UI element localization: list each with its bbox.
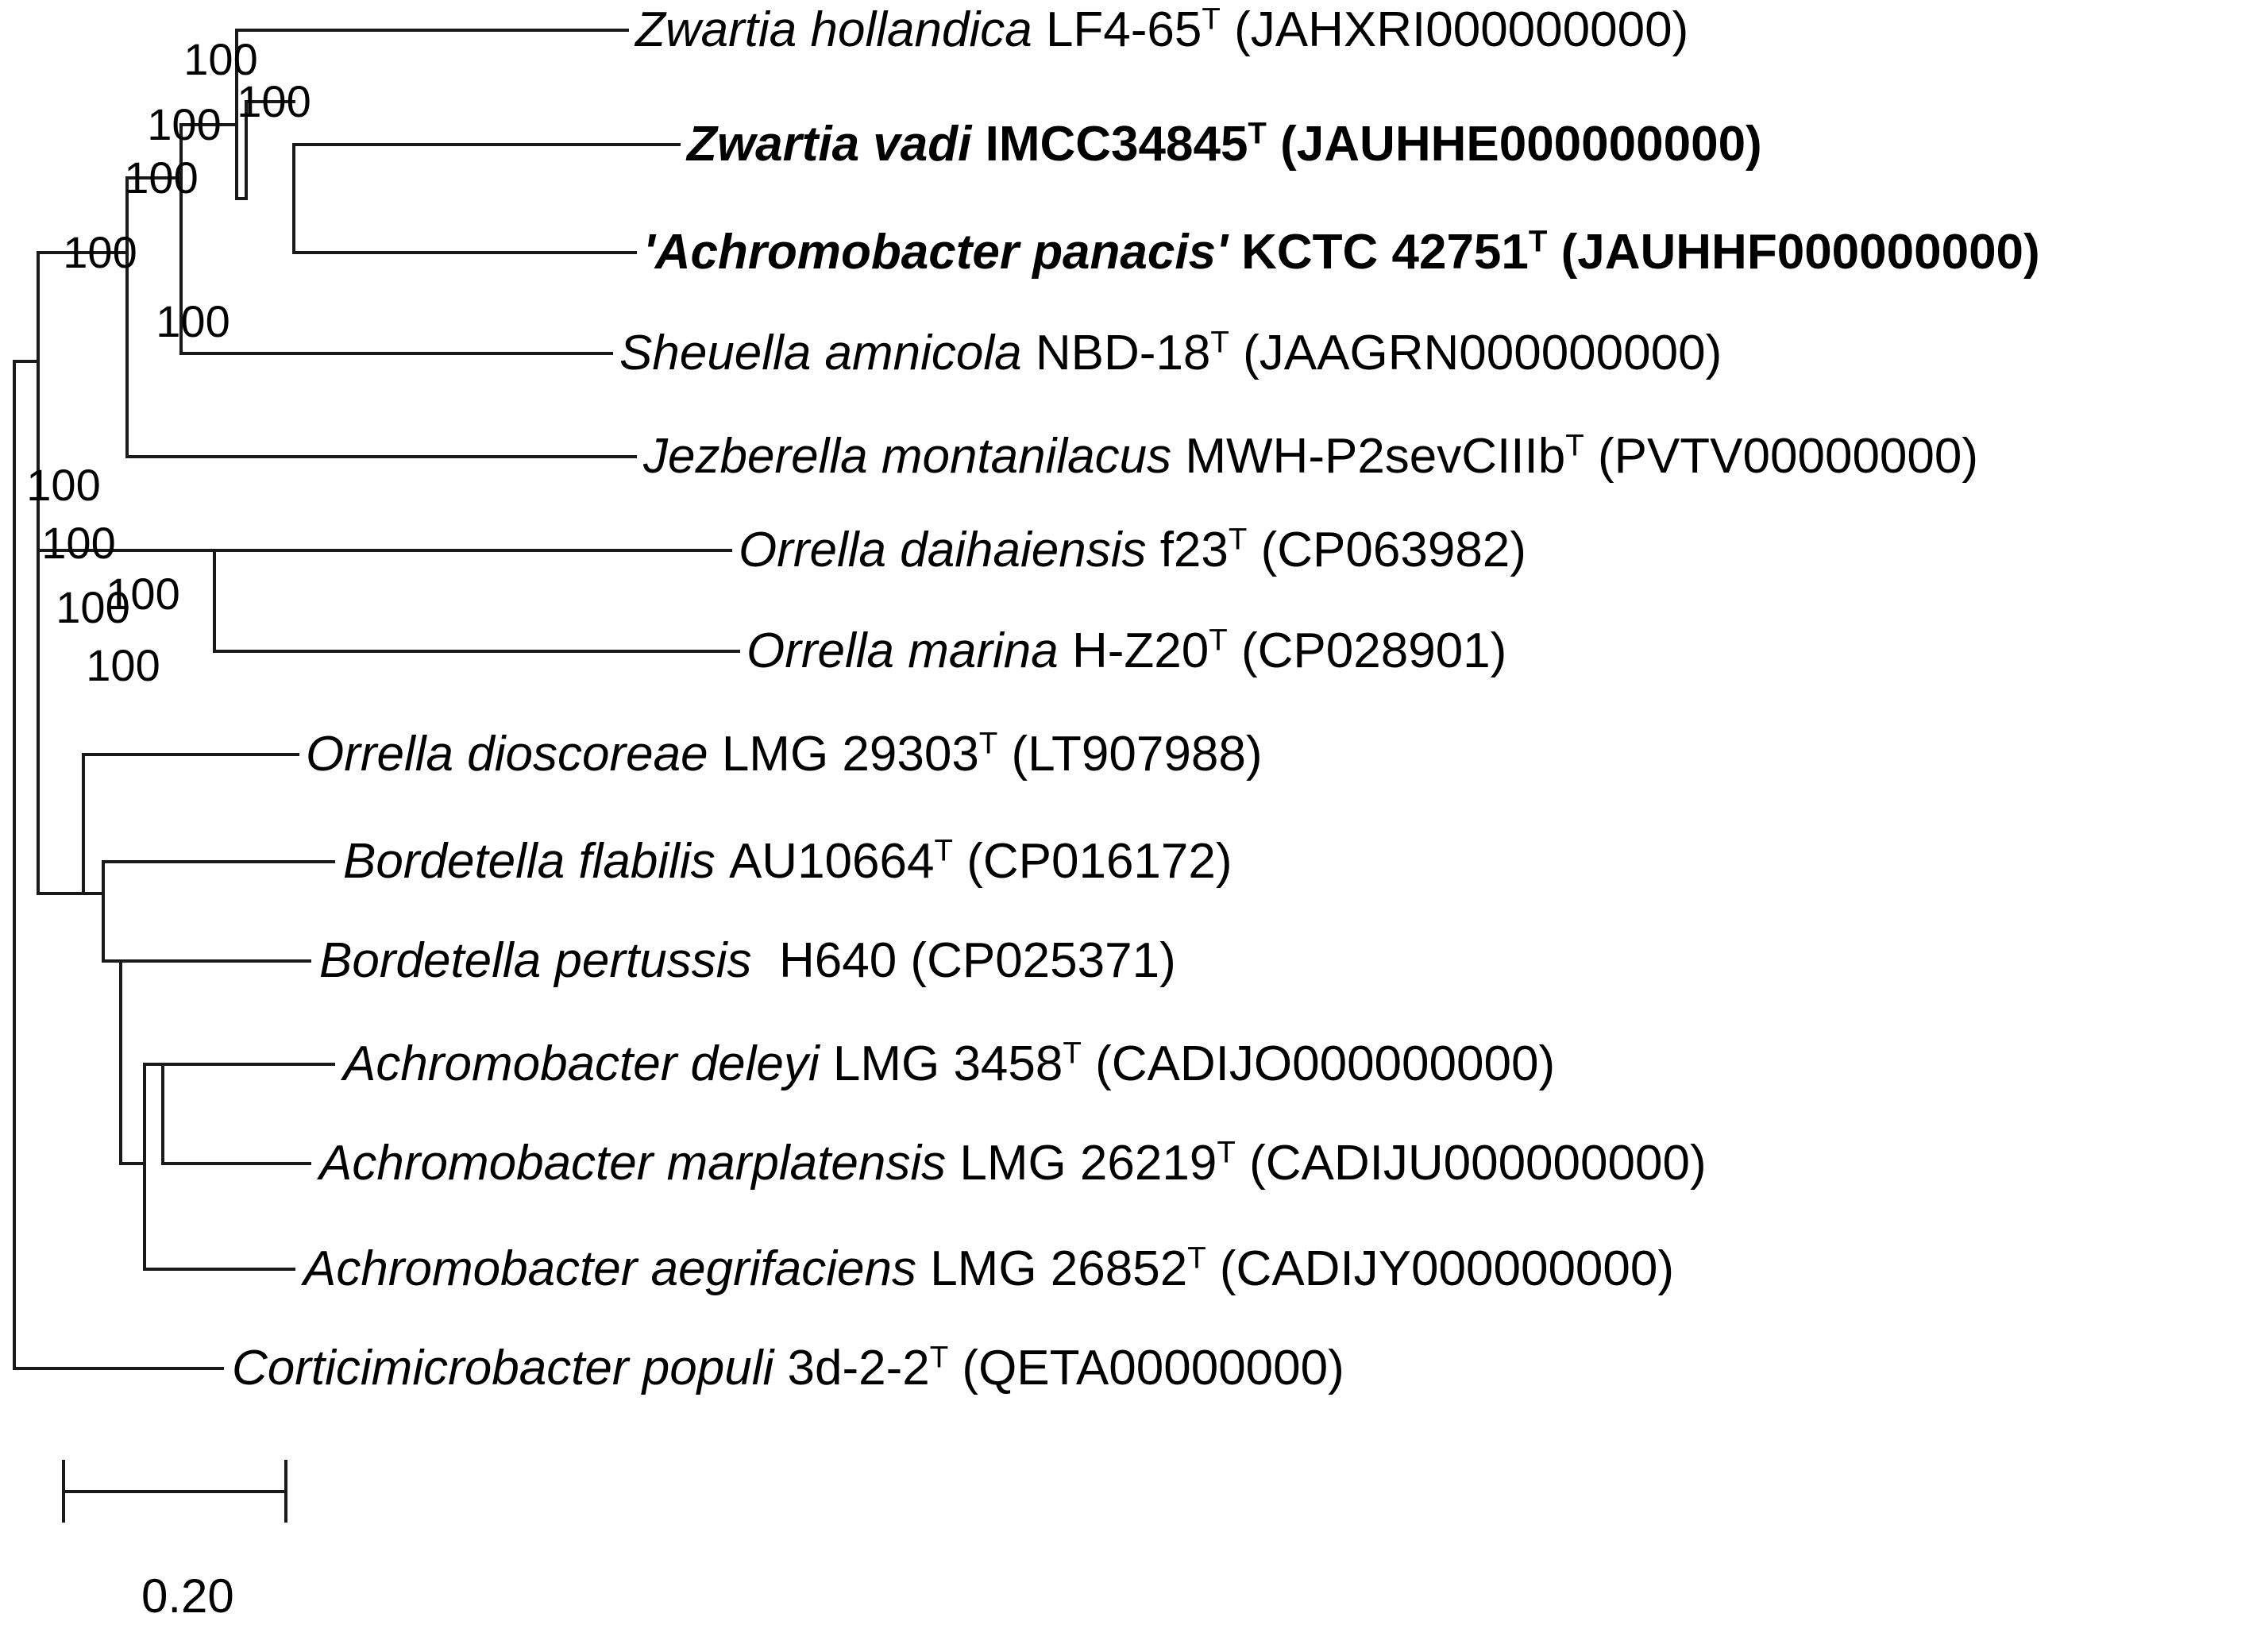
taxon-name: Achromobacter aegrifaciens <box>303 1241 916 1296</box>
type-strain-marker: T <box>1248 116 1267 151</box>
taxon-accession: (CP063982) <box>1260 523 1526 577</box>
bootstrap-value-zwartia-sheuella: 100 <box>147 99 222 149</box>
taxon-name: Sheuella amnicola <box>619 326 1022 380</box>
taxon-name: Zwartia hollandica <box>635 2 1032 57</box>
taxon-strain: IMCC34845 <box>985 117 1248 172</box>
taxon-accession: (JAUHHE000000000) <box>1280 117 1762 172</box>
taxon-name: Achromobacter deleyi <box>343 1036 820 1091</box>
scale-bar-label: 0.20 <box>141 1569 234 1623</box>
taxon-accession: (CADIJU000000000) <box>1249 1136 1707 1191</box>
type-strain-marker: T <box>1528 224 1548 259</box>
taxon-accession: (CP028901) <box>1241 623 1507 678</box>
taxon-strain: AU10664 <box>728 834 935 889</box>
taxon-name: Orrella dioscoreae <box>306 727 708 782</box>
taxon-strain: KCTC 42751 <box>1241 225 1529 280</box>
taxon-strain: LMG 3458 <box>832 1036 1063 1091</box>
taxon-strain: LMG 26852 <box>930 1241 1188 1296</box>
type-strain-marker: T <box>1209 623 1228 658</box>
bootstrap-value-pertussis-clade: 100 <box>56 582 130 632</box>
taxon-label-zwartia-vadi: Zwartia vadi IMCC34845T (JAUHHE000000000… <box>687 117 1762 172</box>
taxon-accession: (LT907988) <box>1011 727 1263 782</box>
taxon-label-achromobacter-aegrifaciens: Achromobacter aegrifaciens LMG 26852T (C… <box>303 1243 1674 1294</box>
taxon-label-sheuella-amnicola: Sheuella amnicola NBD-18T (JAAGRN0000000… <box>619 326 1722 380</box>
taxon-accession: (CP025371) <box>910 933 1176 988</box>
taxon-strain: H-Z20 <box>1072 623 1209 678</box>
taxon-accession: (QETA00000000) <box>962 1341 1344 1395</box>
taxon-label-orrella-dioscoreae: Orrella dioscoreae LMG 29303T (LT907988) <box>306 727 1263 782</box>
taxon-strain: MWH-P2sevCIIIb <box>1185 429 1566 484</box>
taxon-name: Corticimicrobacter populi <box>232 1341 774 1395</box>
taxon-label-orrella-marina: Orrella marina H-Z20T (CP028901) <box>746 625 1506 676</box>
taxon-label-orrella-daihaiensis: Orrella daihaiensis f23T (CP063982) <box>739 523 1526 577</box>
taxon-strain: f23 <box>1159 523 1229 577</box>
bootstrap-value-aegrifaciens-clade: 100 <box>86 640 160 690</box>
taxon-name: Orrella daihaiensis <box>739 523 1147 577</box>
type-strain-marker: T <box>978 726 998 761</box>
taxon-name: Orrella marina <box>746 623 1059 678</box>
taxon-label-jezberella-montanilacus: Jezberella montanilacus MWH-P2sevCIIIbT … <box>643 429 1979 484</box>
bootstrap-value-upper-core: 100 <box>124 152 199 203</box>
taxon-label-achromobacter-deleyi: Achromobacter deleyi LMG 3458T (CADIJO00… <box>343 1038 1555 1089</box>
bootstrap-value-flabilis-clade: 100 <box>41 518 116 568</box>
bootstrap-value-jezberella-split: 100 <box>63 227 137 277</box>
taxon-accession: (JAAGRN000000000) <box>1243 326 1722 380</box>
taxon-name: 'Achromobacter panacis' <box>643 225 1228 280</box>
taxon-strain: LMG 29303 <box>721 727 979 782</box>
type-strain-marker: T <box>1565 428 1584 463</box>
bootstrap-value-zwartia-clade: 100 <box>183 34 258 84</box>
taxon-strain: LMG 26219 <box>959 1136 1217 1191</box>
type-strain-marker: T <box>1228 522 1248 557</box>
taxon-name: Achromobacter marplatensis <box>319 1136 947 1191</box>
taxon-accession: (PVTV00000000) <box>1597 429 1979 484</box>
taxon-label-bordetella-flabilis: Bordetella flabilis AU10664T (CP016172) <box>343 834 1233 889</box>
taxon-strain: LF4-65 <box>1045 2 1202 57</box>
taxon-name: Jezberella montanilacus <box>643 429 1172 484</box>
bootstrap-value-orrella-pair: 100 <box>156 296 230 346</box>
taxon-label-corticimicrobacter-populi: Corticimicrobacter populi 3d-2-2T (QETA0… <box>232 1341 1344 1395</box>
taxon-label-achromobacter-marplatensis: Achromobacter marplatensis LMG 26219T (C… <box>319 1136 1707 1191</box>
type-strain-marker: T <box>1187 1241 1206 1276</box>
taxon-accession: (CADIJY000000000) <box>1219 1241 1675 1296</box>
bootstrap-value-vadi-panacis: 100 <box>237 76 311 126</box>
taxon-label-bordetella-pertussis: Bordetella pertussis H640 (CP025371) <box>319 936 1176 986</box>
bootstrap-value-dioscoreae-clade: 100 <box>26 460 101 510</box>
type-strain-marker: T <box>1202 2 1221 37</box>
taxon-strain: NBD-18 <box>1035 326 1211 380</box>
taxon-label-achromobacter-panacis: 'Achromobacter panacis' KCTC 42751T (JAU… <box>643 225 2040 280</box>
taxon-name: Bordetella flabilis <box>343 834 716 889</box>
taxon-accession: (JAHXRI000000000) <box>1234 2 1689 57</box>
taxon-label-zwartia-hollandica: Zwartia hollandica LF4-65T (JAHXRI000000… <box>635 4 1688 55</box>
type-strain-marker: T <box>1210 325 1229 360</box>
type-strain-marker: T <box>1063 1036 1082 1071</box>
taxon-accession: (JAUHHF000000000) <box>1560 225 2040 280</box>
type-strain-marker: T <box>934 833 953 868</box>
type-strain-marker: T <box>929 1340 949 1375</box>
taxon-strain: 3d-2-2 <box>787 1341 930 1395</box>
type-strain-marker: T <box>1217 1135 1236 1170</box>
bootstrap-value-achromobacter-clade: 100 <box>106 569 180 619</box>
taxon-accession: (CADIJO000000000) <box>1095 1036 1556 1091</box>
taxon-strain: H640 <box>778 933 897 988</box>
taxon-name: Bordetella pertussis <box>319 933 766 988</box>
taxon-accession: (CP016172) <box>966 834 1233 889</box>
taxon-name: Zwartia vadi <box>687 117 972 172</box>
